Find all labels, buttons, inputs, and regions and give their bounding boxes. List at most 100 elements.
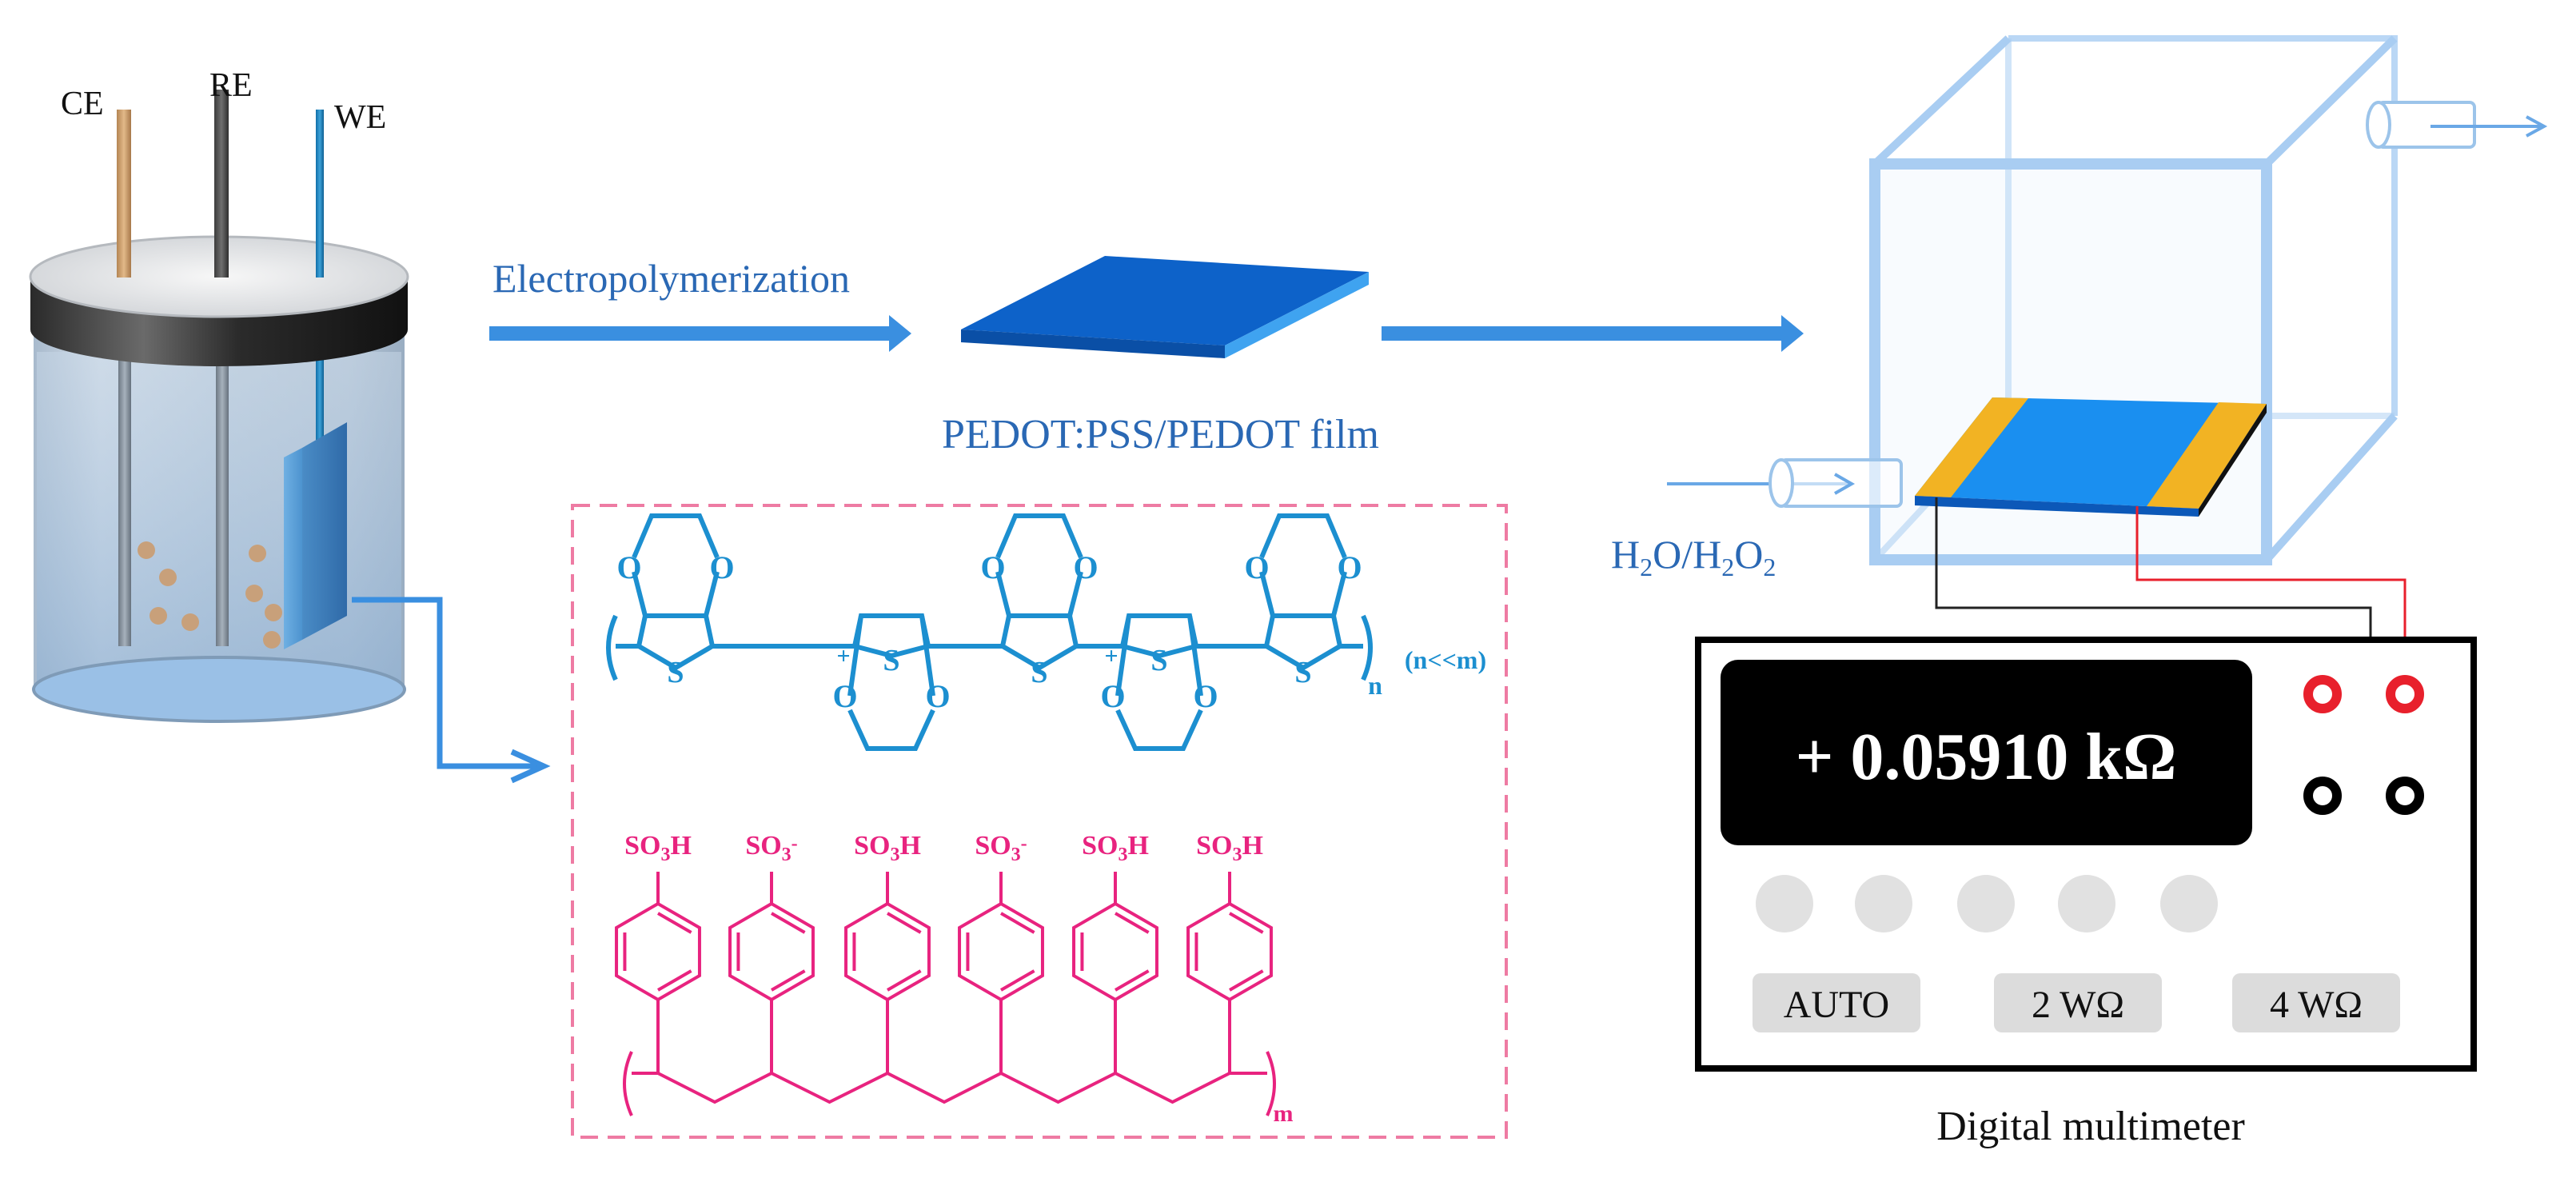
bond xyxy=(1115,615,1131,697)
oxygen-atom: O xyxy=(1100,678,1125,714)
double-bond xyxy=(999,912,1035,934)
we-electrode xyxy=(316,110,324,278)
subscript-m: m xyxy=(1274,1100,1294,1127)
sulfur-atom: S xyxy=(883,644,899,677)
positive-charge: + xyxy=(836,643,850,669)
sulfur-atom: S xyxy=(667,656,684,689)
sulfonate-group: SO3- xyxy=(975,831,1027,865)
gold-electrode-right xyxy=(2147,402,2267,509)
sample-side-edge xyxy=(2199,404,2267,517)
pss-structure xyxy=(615,872,1276,1116)
double-bond xyxy=(770,912,806,934)
oxygen-atom: O xyxy=(709,549,734,585)
electrochemical-cell: CE RE WE xyxy=(29,67,409,723)
bond xyxy=(1067,571,1083,617)
bond xyxy=(919,615,935,697)
dioxane-ring xyxy=(847,709,935,751)
oxygen-atom: O xyxy=(1193,678,1218,714)
thiophene-ring xyxy=(636,613,716,671)
benzene-ring xyxy=(844,901,931,1002)
re-label: RE xyxy=(209,67,253,104)
sulfur-atom: S xyxy=(1150,644,1167,677)
dioxane-ring xyxy=(1115,709,1203,751)
benzene-ring xyxy=(1186,901,1273,1002)
film-side-edge xyxy=(1225,272,1369,358)
auto-button-label: AUTO xyxy=(1784,984,1889,1026)
pedot-film xyxy=(961,256,1369,358)
ce-label: CE xyxy=(61,86,104,122)
sensor-sample xyxy=(1915,397,2267,517)
particles xyxy=(138,541,282,649)
multimeter-caption: Digital multimeter xyxy=(1936,1104,2245,1149)
two-wire-button-label: 2 WΩ xyxy=(2032,984,2124,1026)
outlet-tube xyxy=(2366,101,2548,149)
bond xyxy=(632,571,648,617)
thiophene-ring xyxy=(1263,613,1343,671)
red-terminal-1[interactable] xyxy=(2303,675,2342,713)
multimeter-display xyxy=(1721,660,2252,845)
sample-front-edge xyxy=(1915,496,2199,517)
benzene-ring xyxy=(615,901,701,1002)
electropolymerization-label: Electropolymerization xyxy=(492,256,850,301)
right-bracket xyxy=(1361,614,1373,681)
oxygen-atom: O xyxy=(980,549,1005,585)
oxygen-atom: O xyxy=(1073,549,1098,585)
sulfur-atom: S xyxy=(1031,656,1047,689)
auto-button[interactable] xyxy=(1753,973,1920,1032)
double-bond xyxy=(1114,969,1150,992)
round-key-3[interactable] xyxy=(1957,875,2015,932)
oxygen-atom: O xyxy=(1244,549,1269,585)
oxygen-atom: O xyxy=(925,678,950,714)
cell-jar-bottom xyxy=(32,656,406,723)
round-key-5[interactable] xyxy=(2160,875,2218,932)
we-sheet xyxy=(302,422,347,640)
sulfonate-group: SO3H xyxy=(854,831,921,865)
zoom-connector-arrow xyxy=(352,597,540,769)
re-electrode xyxy=(214,90,229,278)
bond xyxy=(847,615,863,697)
subscript-n: n xyxy=(1368,671,1382,700)
double-bond xyxy=(886,969,922,992)
double-bond xyxy=(1228,912,1264,934)
bond xyxy=(995,571,1011,617)
round-key-1[interactable] xyxy=(1756,875,1813,932)
inlet-tube xyxy=(1667,458,1903,508)
round-key-4[interactable] xyxy=(2058,875,2115,932)
sulfonate-group: SO3H xyxy=(624,831,692,865)
ce-electrode xyxy=(117,110,131,278)
double-bond xyxy=(999,969,1035,992)
film-top xyxy=(961,256,1369,345)
benzene-ring xyxy=(1072,901,1158,1002)
benzene-ring xyxy=(958,901,1044,1002)
oxygen-atom: O xyxy=(616,549,641,585)
oxygen-atom: O xyxy=(832,678,857,714)
process-arrow-2 xyxy=(1382,315,1804,352)
four-wire-button-label: 4 WΩ xyxy=(2270,984,2363,1026)
ratio-note: (n<<m) xyxy=(1405,645,1486,674)
dioxane-ring xyxy=(995,513,1083,559)
right-bracket xyxy=(1266,1051,1276,1116)
thiophene-ring xyxy=(999,613,1079,671)
pedot-structure xyxy=(606,513,1373,751)
bond xyxy=(1187,615,1203,697)
benzene-ring xyxy=(728,901,815,1002)
positive-charge: + xyxy=(1104,643,1118,669)
double-bond xyxy=(1228,969,1264,992)
two-wire-button[interactable] xyxy=(1994,973,2162,1032)
sulfur-atom: S xyxy=(1294,656,1311,689)
black-terminal-2[interactable] xyxy=(2386,777,2424,815)
sulfonate-group: SO3- xyxy=(745,831,797,865)
round-key-2[interactable] xyxy=(1855,875,1912,932)
double-bond xyxy=(656,912,692,934)
four-wire-button[interactable] xyxy=(2232,973,2400,1032)
film-front-edge xyxy=(961,329,1225,358)
black-terminal-1[interactable] xyxy=(2303,777,2342,815)
bond xyxy=(1331,571,1347,617)
double-bond xyxy=(656,969,692,992)
bond xyxy=(704,571,720,617)
red-terminal-2[interactable] xyxy=(2386,675,2424,713)
double-bond xyxy=(886,912,922,934)
